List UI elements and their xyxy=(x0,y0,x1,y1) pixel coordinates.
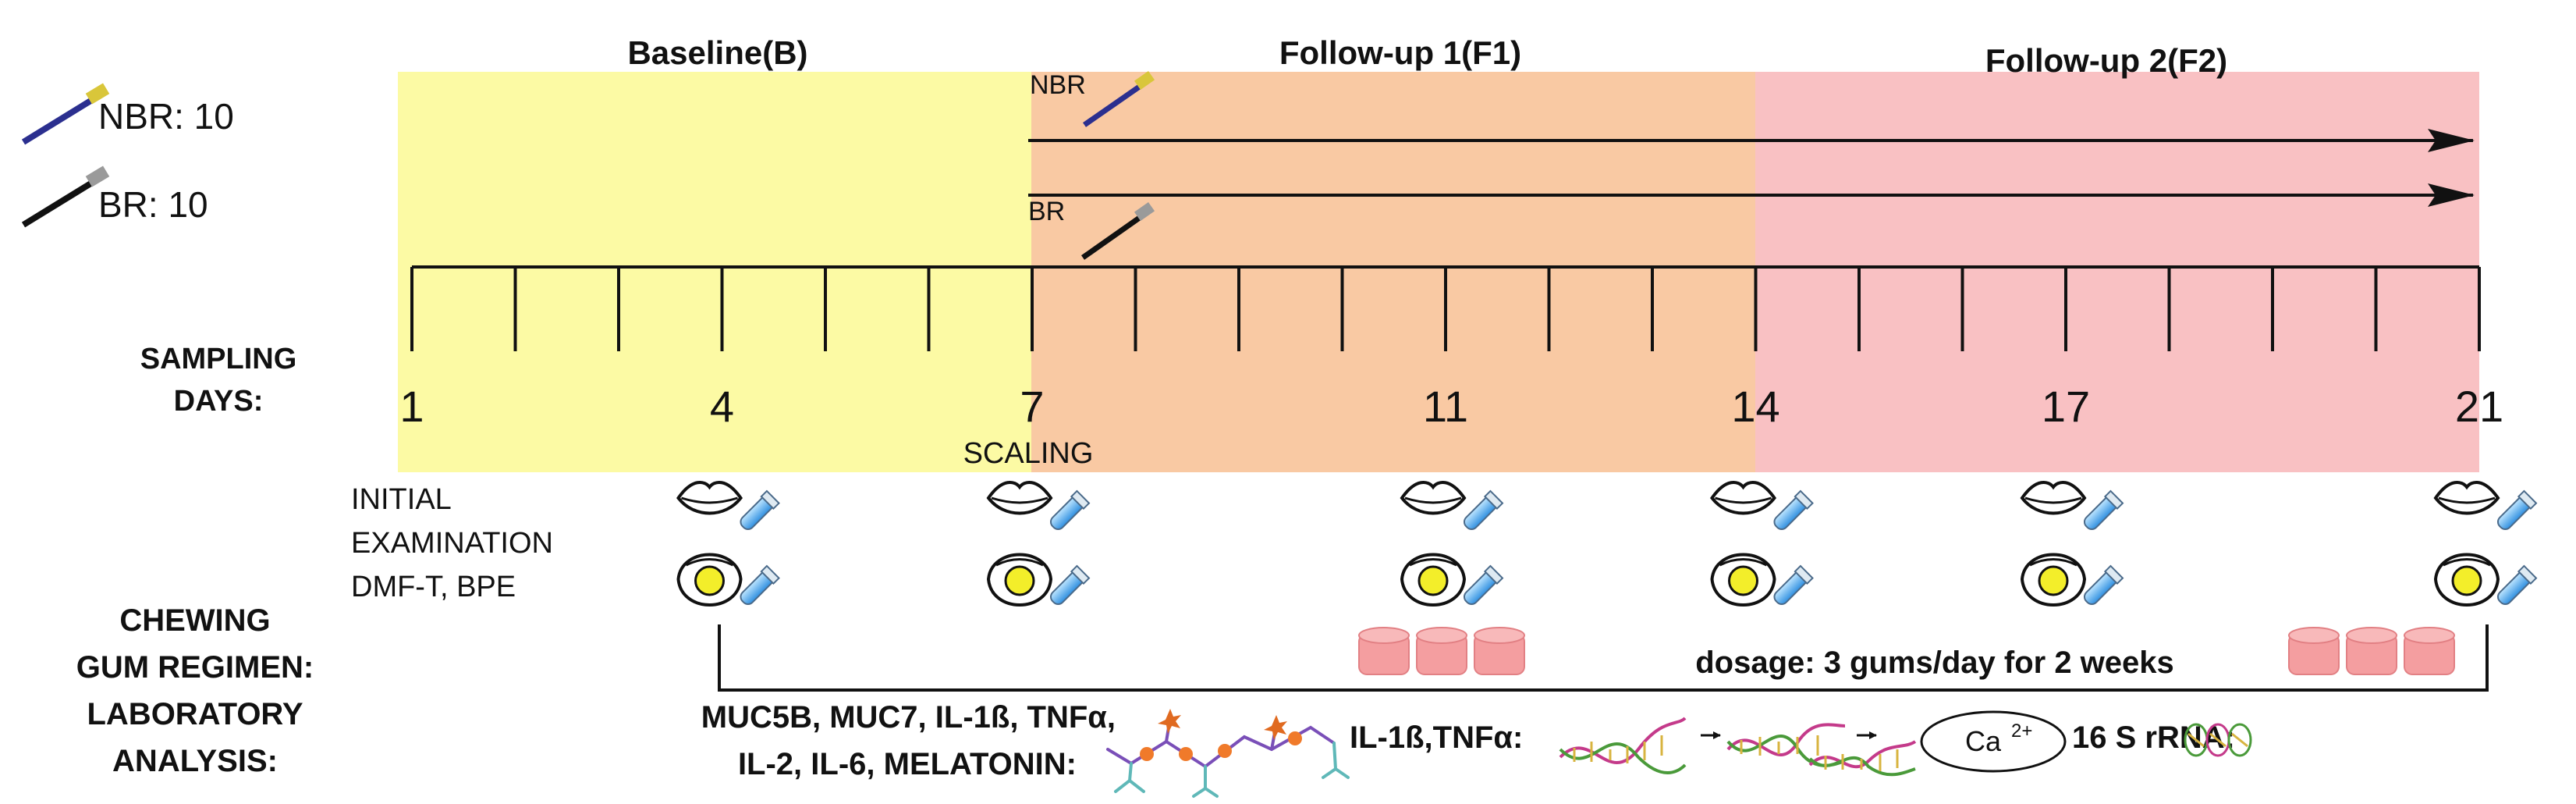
lips-icon xyxy=(1710,481,1776,515)
nbr-toothbrush-icon xyxy=(21,83,110,145)
chewing-gum-icon xyxy=(2346,627,2397,675)
day-label: 17 xyxy=(2042,382,2090,431)
lab-cytokines-label: IL-1ß,TNFα: xyxy=(1350,720,1523,755)
sample-tube-icon xyxy=(740,564,780,606)
chewing-gum-icon xyxy=(1474,627,1525,675)
sample-tube-icon xyxy=(2496,564,2538,606)
sample-tube-icon xyxy=(1463,564,1504,606)
lips-icon xyxy=(986,481,1053,515)
lips-icon xyxy=(1400,481,1467,515)
gum-label-line1: CHEWING xyxy=(119,603,270,638)
followup2-band xyxy=(1755,72,2479,472)
gum-period-bracket xyxy=(718,624,2489,692)
chewing-gum-icons-left xyxy=(1358,627,1525,675)
lab-markers-line1: MUC5B, MUC7, IL-1ß, TNFα, xyxy=(701,700,1116,735)
sampling-days-label-line2: DAYS: xyxy=(174,385,264,418)
sample-tube-icon xyxy=(1049,564,1091,606)
oral-cavity-icon xyxy=(2020,553,2087,607)
calcium-charge: 2+ xyxy=(2011,720,2032,742)
followup1-band xyxy=(1031,72,1755,472)
sample-tube-icon xyxy=(2083,564,2124,606)
sample-tube-icon xyxy=(1773,564,1814,606)
chewing-gum-icon xyxy=(1358,627,1410,675)
timeline-ticks xyxy=(410,267,2481,351)
chewing-gum-icons-right xyxy=(2288,627,2455,675)
rrna-dna-icon xyxy=(2184,723,2252,757)
day-label: 7 xyxy=(1020,382,1044,431)
sample-tube-icon xyxy=(740,489,780,531)
gum-dosage: dosage: 3 gums/day for 2 weeks xyxy=(1695,646,2174,680)
oral-cavity-icon xyxy=(1400,553,1467,607)
sample-collection-set xyxy=(986,481,1091,607)
chewing-gum-icon xyxy=(2288,627,2340,675)
exam-line2: EXAMINATION xyxy=(351,527,553,560)
exam-line3: DMF-T, BPE xyxy=(351,571,516,603)
gum-label-line2: GUM REGIMEN: xyxy=(76,650,314,685)
br-arrow-tag: BR xyxy=(1028,197,1065,226)
sample-tube-icon xyxy=(1049,489,1091,531)
oral-cavity-icon xyxy=(2433,553,2500,607)
lab-label-line2: ANALYSIS: xyxy=(112,744,278,778)
sample-tube-icon xyxy=(2083,489,2124,531)
followup1-title: Follow-up 1(F1) xyxy=(1279,34,1521,71)
lab-markers-line2: IL-2, IL-6, MELATONIN: xyxy=(738,747,1077,781)
sample-tube-icon xyxy=(1773,489,1814,531)
br-toothbrush-icon xyxy=(21,165,110,228)
baseline-band xyxy=(398,72,1031,472)
chewing-gum-icon xyxy=(1416,627,1467,675)
sample-tube-icon xyxy=(2496,489,2538,531)
day-label: 1 xyxy=(399,382,424,431)
lab-label-line1: LABORATORY xyxy=(87,697,303,731)
calcium-label: Ca xyxy=(1965,725,2002,757)
day-label: 11 xyxy=(1423,382,1468,431)
glycoprotein-icon xyxy=(1106,709,1350,798)
nbr-arrow-tag: NBR xyxy=(1030,70,1086,100)
followup2-title: Follow-up 2(F2) xyxy=(1985,42,2227,79)
br-legend-label: BR: 10 xyxy=(98,184,208,225)
exam-line1: INITIAL xyxy=(351,483,452,516)
day-label: 4 xyxy=(710,382,734,431)
baseline-title: Baseline(B) xyxy=(627,34,807,71)
sample-collection-set xyxy=(2020,481,2124,607)
day-label: 14 xyxy=(1731,382,1779,431)
nbr-legend-label: NBR: 10 xyxy=(98,96,234,137)
oral-cavity-icon xyxy=(1710,553,1776,607)
lips-icon xyxy=(676,481,743,515)
sample-collection-set xyxy=(1400,481,1504,607)
lips-icon xyxy=(2020,481,2087,515)
dna-replication-icon xyxy=(1559,717,1917,777)
calcium-ion-icon xyxy=(1920,710,2067,773)
sample-collection-set xyxy=(1710,481,1814,607)
scaling-label: SCALING xyxy=(963,437,1094,470)
sampling-days-label-line1: SAMPLING xyxy=(140,343,297,375)
lips-icon xyxy=(2433,481,2500,515)
sample-collection-set xyxy=(676,481,780,607)
sample-tube-icon xyxy=(1463,489,1504,531)
oral-cavity-icon xyxy=(676,553,743,607)
chewing-gum-icon xyxy=(2404,627,2455,675)
br-arrow-brush-icon xyxy=(1080,201,1155,260)
day-label: 21 xyxy=(2455,382,2503,431)
nbr-arrow-brush-icon xyxy=(1083,70,1155,127)
oral-cavity-icon xyxy=(986,553,1053,607)
sample-collection-set xyxy=(2433,481,2538,607)
sample-collection-icons xyxy=(676,481,2538,607)
